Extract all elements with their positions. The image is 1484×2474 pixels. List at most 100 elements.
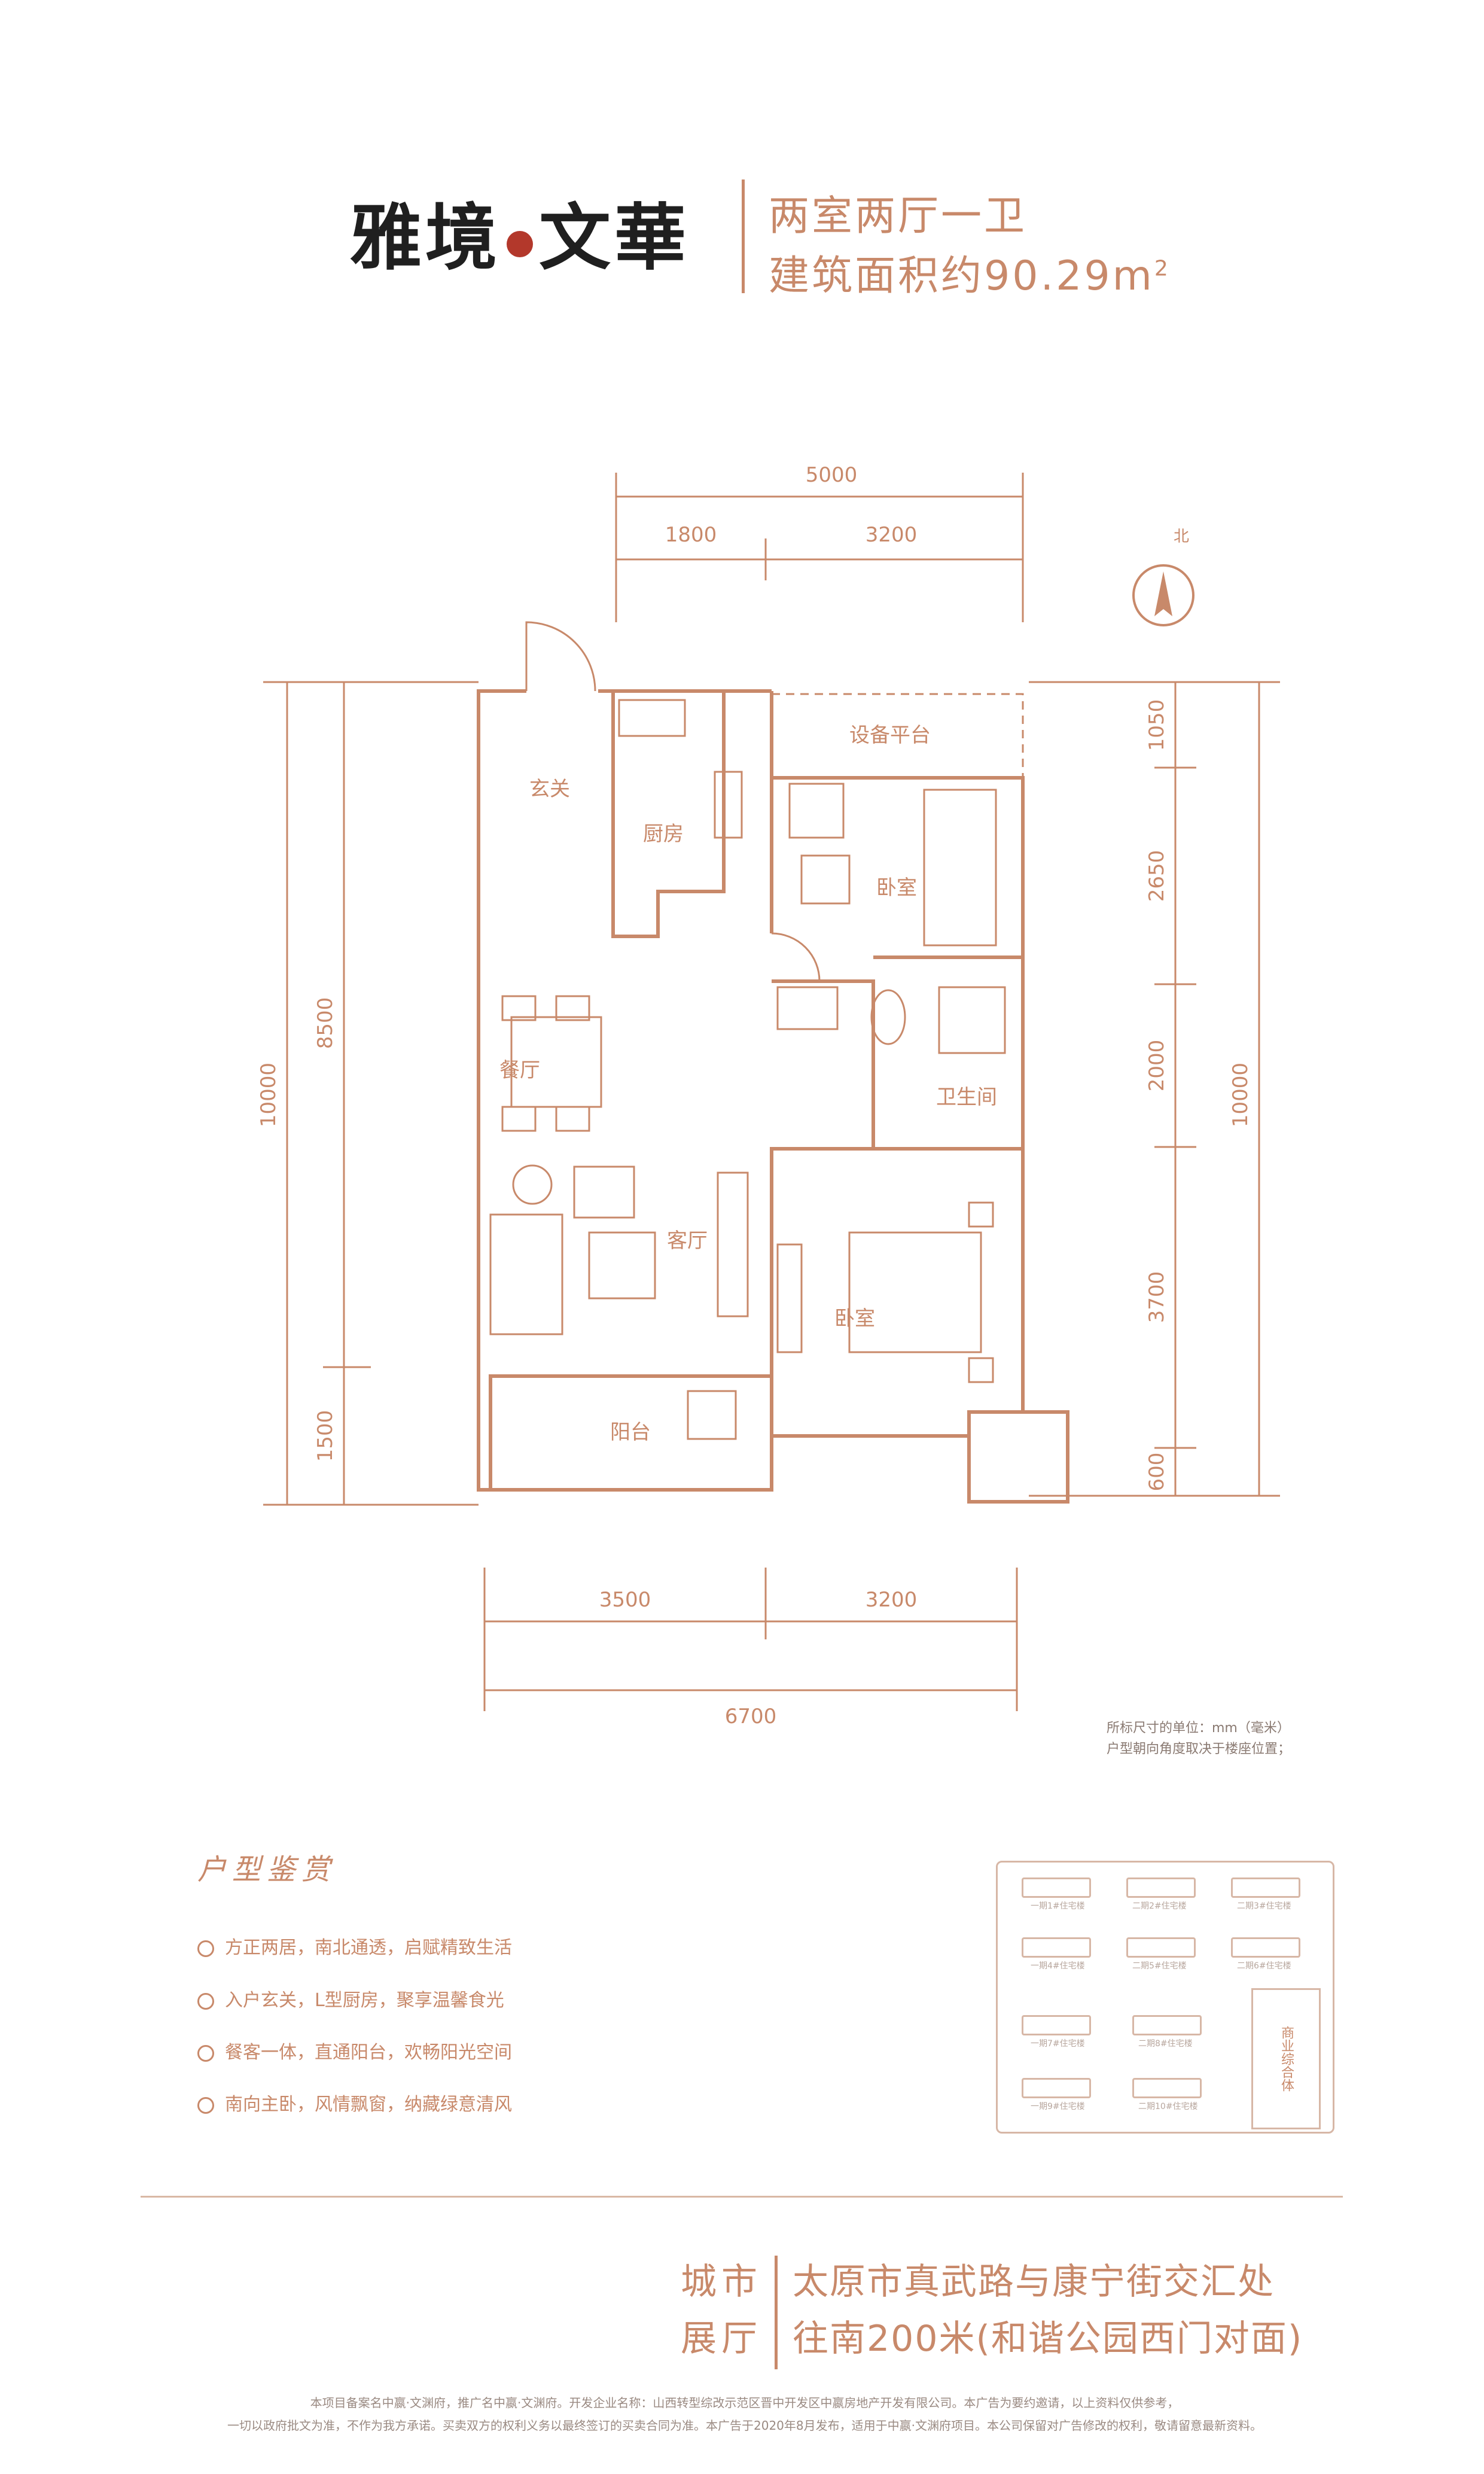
feature-text: 南向主卧，风情飘窗，纳藏绿意清风 xyxy=(225,2094,512,2115)
room-living: 客厅 xyxy=(667,1229,708,1253)
coffee-table-icon xyxy=(588,1231,656,1300)
dim-top-right: 3200 xyxy=(866,523,918,547)
dim-left-inner-bottom: 1500 xyxy=(313,1410,337,1462)
dim-left-outer: 10000 xyxy=(257,1063,281,1127)
building-label: 一期7#住宅楼 xyxy=(1031,2039,1085,2049)
desk-icon xyxy=(788,783,845,839)
dim-left-inner-top: 8500 xyxy=(313,997,337,1049)
sink-icon xyxy=(618,699,686,737)
disclaimer-line-1: 本项目备案名中嬴·文渊府，推广名中嬴·文渊府。开发企业名称：山西转型综改示范区晋… xyxy=(310,2396,1180,2410)
building-icon xyxy=(1022,1877,1091,1898)
building-label: 二期2#住宅楼 xyxy=(1132,1901,1187,1911)
building-icon xyxy=(1231,1877,1300,1898)
building-label: 二期6#住宅楼 xyxy=(1237,1961,1291,1971)
feature-text: 餐客一体，直通阳台，欢畅阳光空间 xyxy=(225,2042,512,2063)
brand-logo: 雅境文華 xyxy=(350,179,690,284)
unit-area: 建筑面积约90.29m2 xyxy=(769,242,1171,302)
feature-item: 方正两居，南北通透，启赋精致生活 xyxy=(197,1933,512,1959)
room-bathroom: 卫生间 xyxy=(936,1085,997,1109)
title-divider xyxy=(742,179,745,293)
dim-bottom-left: 3500 xyxy=(599,1588,651,1612)
chair-icon xyxy=(800,854,851,905)
building-icon xyxy=(1132,2078,1202,2098)
location-label-2: 展厅 xyxy=(681,2318,762,2360)
unit-area-text: 建筑面积约90.29m xyxy=(769,252,1154,300)
feature-text: 方正两居，南北通透，启赋精致生活 xyxy=(225,1937,512,1958)
nightstand-icon xyxy=(968,1201,994,1228)
room-bedroom-south: 卧室 xyxy=(834,1307,875,1331)
tv-cabinet-icon xyxy=(717,1171,749,1317)
building-icon xyxy=(1126,1937,1196,1958)
building-icon xyxy=(1022,2015,1091,2035)
dim-bottom-total: 6700 xyxy=(725,1705,777,1729)
dim-bottom-right: 3200 xyxy=(866,1588,918,1612)
location-label-1: 城市 xyxy=(681,2261,762,2303)
bullet-icon xyxy=(197,1992,214,2010)
bullet-icon xyxy=(197,1940,214,1957)
room-kitchen: 厨房 xyxy=(643,822,684,846)
bed-icon xyxy=(923,789,997,947)
room-equipment: 设备平台 xyxy=(849,723,931,747)
room-bedroom-north: 卧室 xyxy=(876,876,917,900)
stove-icon xyxy=(714,771,743,839)
building-label: 一期9#住宅楼 xyxy=(1031,2102,1085,2111)
disclaimer-line-2: 一切以政府批文为准，不作为我方承诺。买卖双方的权利义务以最终签订的买卖合同为准。… xyxy=(227,2418,1262,2433)
commercial-complex: 商业综合体 xyxy=(1251,1988,1321,2129)
building-icon xyxy=(1132,2015,1202,2035)
location-line-1: 太原市真武路与康宁街交汇处 xyxy=(793,2261,1275,2303)
bullet-icon xyxy=(197,2096,214,2114)
seal-icon xyxy=(507,230,533,257)
site-plan: 一期1#住宅楼 二期2#住宅楼 二期3#住宅楼 一期4#住宅楼 二期5#住宅楼 … xyxy=(996,1861,1334,2134)
orientation-note: 户型朝向角度取决于楼座位置； xyxy=(1107,1742,1291,1757)
dim-top-total: 5000 xyxy=(806,463,858,487)
bullet-icon xyxy=(197,2044,214,2062)
wardrobe-icon xyxy=(776,1243,803,1353)
building-icon xyxy=(1022,2078,1091,2098)
sofa-icon xyxy=(489,1213,563,1335)
washer-icon xyxy=(687,1390,737,1440)
brand-name-part2: 文華 xyxy=(539,196,690,280)
unit-layout: 两室两厅一卫 xyxy=(769,193,1028,240)
dim-right-4: 3700 xyxy=(1145,1271,1169,1323)
dim-right-total: 10000 xyxy=(1229,1063,1253,1127)
features-title: 户型鉴赏 xyxy=(197,1853,337,1886)
entry-door-icon xyxy=(525,621,596,692)
dim-right-1: 1050 xyxy=(1145,699,1169,751)
room-balcony: 阳台 xyxy=(610,1420,651,1444)
building-label: 二期3#住宅楼 xyxy=(1237,1901,1291,1911)
building-label: 一期1#住宅楼 xyxy=(1031,1901,1085,1911)
room-entry: 玄关 xyxy=(529,777,570,801)
equipment-platform xyxy=(770,693,1024,779)
basin-icon xyxy=(776,986,839,1030)
building-label: 二期10#住宅楼 xyxy=(1138,2102,1198,2111)
building-icon xyxy=(1022,1937,1091,1958)
building-label: 二期8#住宅楼 xyxy=(1138,2039,1193,2049)
building-icon xyxy=(1231,1937,1300,1958)
dim-right-3: 2000 xyxy=(1145,1040,1169,1092)
room-dining: 餐厅 xyxy=(499,1058,540,1082)
door-swing-icon xyxy=(771,932,821,982)
brand-name-part1: 雅境 xyxy=(350,196,501,280)
floor-plan: 玄关 厨房 设备平台 卧室 餐厅 卫生间 客厅 卧室 阳台 5000 1800 … xyxy=(257,463,1280,1729)
building-icon xyxy=(1126,1877,1196,1898)
shower-icon xyxy=(938,986,1006,1054)
dim-top-left: 1800 xyxy=(665,523,717,547)
feature-item: 南向主卧，风情飘窗，纳藏绿意清风 xyxy=(197,2089,512,2116)
location-divider xyxy=(775,2256,778,2369)
unit-note: 所标尺寸的单位：mm（毫米） xyxy=(1107,1721,1290,1736)
lamp-icon xyxy=(512,1164,553,1205)
building-label: 一期4#住宅楼 xyxy=(1031,1961,1085,1971)
divider xyxy=(141,2196,1343,2198)
feature-item: 入户玄关，L型厨房，聚享温馨食光 xyxy=(197,1985,504,2012)
dim-right-5: 600 xyxy=(1145,1453,1169,1492)
armchair-icon xyxy=(573,1166,635,1219)
building-label: 二期5#住宅楼 xyxy=(1132,1961,1187,1971)
location-line-2: 往南200米(和谐公园西门对面) xyxy=(793,2318,1303,2360)
feature-text: 入户玄关，L型厨房，聚享温馨食光 xyxy=(225,1990,504,2011)
master-bed-icon xyxy=(848,1231,982,1353)
feature-item: 餐客一体，直通阳台，欢畅阳光空间 xyxy=(197,2037,512,2064)
compass-icon xyxy=(1132,564,1194,626)
unit-area-sup: 2 xyxy=(1154,256,1171,281)
compass-label: 北 xyxy=(1174,528,1189,546)
nightstand-icon xyxy=(968,1357,994,1383)
